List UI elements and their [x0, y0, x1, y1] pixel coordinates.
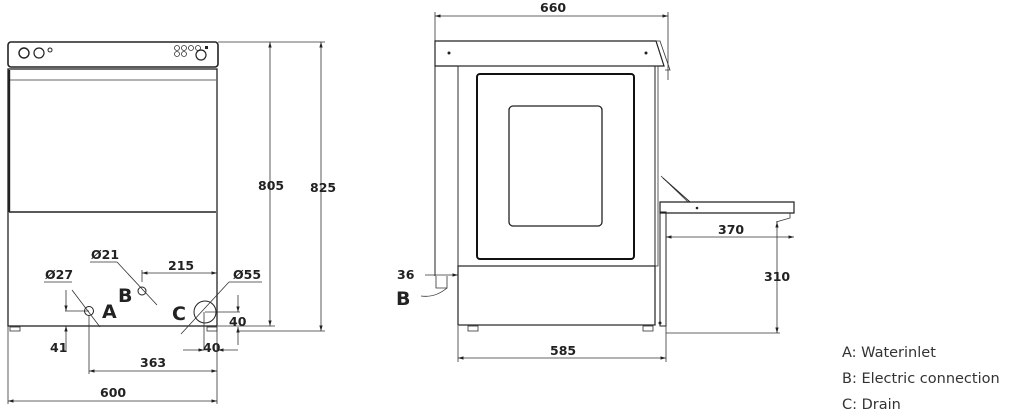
table-leg	[659, 211, 667, 327]
dim-36: 36	[397, 267, 415, 282]
c-diameter-label: Ø55	[233, 267, 261, 282]
legend-item-a: A: Waterinlet	[842, 345, 936, 361]
foot	[642, 325, 654, 332]
label-b: B	[118, 285, 132, 307]
foot	[467, 325, 479, 332]
button-icon	[174, 51, 180, 57]
dim-363: 363	[140, 355, 166, 370]
button-icon	[181, 51, 187, 57]
side-label-b: B	[396, 288, 410, 310]
dim-585: 585	[550, 343, 576, 358]
dial-icon	[33, 47, 45, 59]
dim-825: 825	[310, 180, 336, 195]
side-view: 660 36 B 370	[396, 0, 795, 362]
dim-310: 310	[764, 269, 790, 284]
label-c: C	[172, 303, 186, 325]
legend: A: Waterinlet B: Electric connection C: …	[842, 340, 1000, 418]
legend-item-c: C: Drain	[842, 397, 901, 413]
foot	[206, 326, 218, 332]
machine-body	[7, 68, 218, 327]
foot	[9, 326, 21, 332]
dim-215: 215	[168, 258, 194, 273]
main-switch-icon	[18, 47, 30, 59]
dim-805: 805	[258, 178, 284, 193]
rack-table	[659, 201, 795, 214]
knob-icon	[195, 49, 207, 61]
a-diameter-label: Ø27	[45, 267, 73, 282]
button-icon	[174, 45, 180, 51]
front-view: Ø27 A Ø21 B Ø55 C 215 41 40 40	[7, 41, 336, 404]
b-diameter-label: Ø21	[91, 247, 119, 262]
dim-40-vertical: 40	[229, 314, 247, 329]
door-outer	[476, 73, 635, 260]
top-lid	[434, 40, 665, 67]
dim-40-horizontal: 40	[203, 340, 221, 355]
indicator-icon	[47, 47, 53, 53]
lower-body	[457, 265, 656, 326]
door-frame	[457, 65, 659, 267]
dim-660: 660	[540, 0, 566, 15]
door-window	[508, 105, 603, 227]
label-a: A	[102, 301, 117, 323]
dim-370: 370	[718, 222, 744, 237]
button-icon	[181, 45, 187, 51]
led-icon	[205, 46, 208, 49]
dim-41: 41	[50, 340, 67, 355]
dim-600: 600	[100, 385, 126, 400]
electric-connection-b	[137, 286, 147, 296]
legend-item-b: B: Electric connection	[842, 371, 1000, 387]
control-panel	[7, 41, 219, 68]
button-icon	[188, 45, 194, 51]
